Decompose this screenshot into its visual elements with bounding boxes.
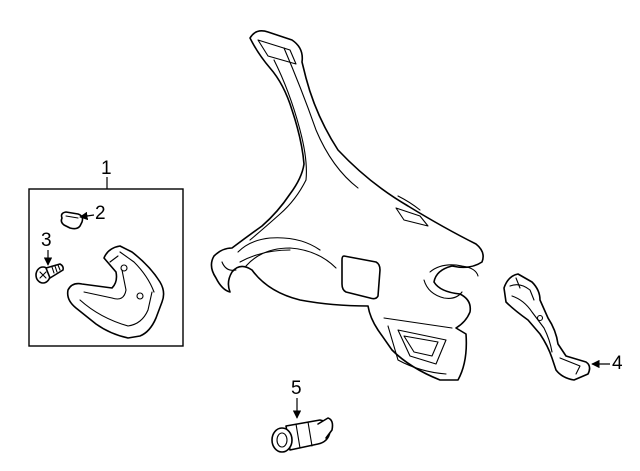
callout-5[interactable]: 5 — [291, 378, 302, 399]
quarter-panel-part[interactable] — [210, 30, 484, 381]
extension-part[interactable] — [503, 273, 591, 381]
bracket-part[interactable] — [66, 245, 165, 339]
callout-3[interactable]: 3 — [41, 230, 52, 251]
callout-1[interactable]: 1 — [101, 158, 112, 179]
screw-part[interactable] — [35, 263, 64, 284]
connector-plug-part[interactable] — [271, 417, 334, 453]
grommet-part[interactable] — [60, 211, 84, 230]
callout-2-leader — [79, 211, 95, 221]
callout-4[interactable]: 4 — [612, 353, 623, 374]
kit-group-box — [28, 188, 184, 347]
callout-2[interactable]: 2 — [95, 203, 106, 224]
